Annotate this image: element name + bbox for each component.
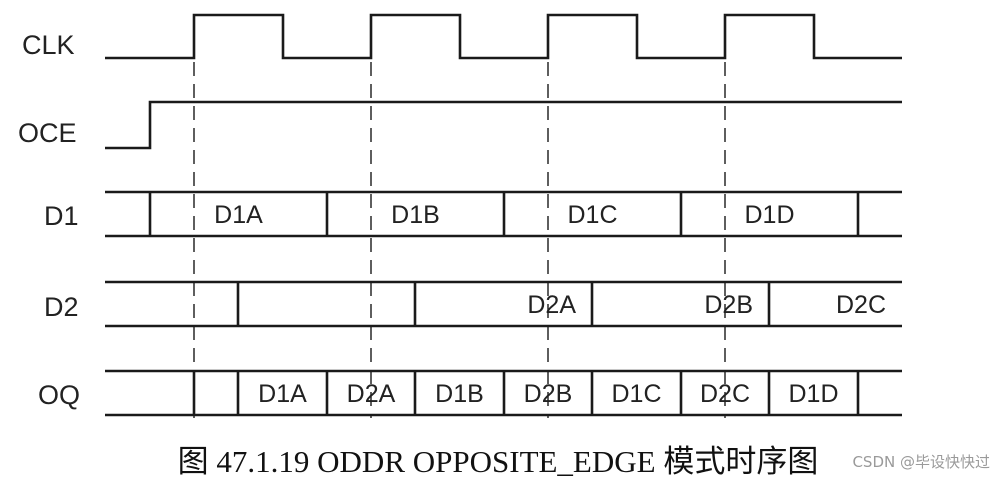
bus-segment-label: D1D [788,380,838,408]
signal-label-oq: OQ [38,380,80,410]
oce-waveform [105,100,902,150]
signal-label-d2: D2 [44,292,79,322]
figure-caption: 图 47.1.19 ODDR OPPOSITE_EDGE 模式时序图 [177,444,819,479]
clock-edge-guides [193,62,726,418]
watermark: CSDN @毕设快快过 [852,453,990,471]
signal-label-oce: OCE [18,118,77,148]
bus-segment-label: D1C [611,380,661,408]
oq-bus-waveform: D1A D2A D1B D2B D1C D2C D1D [105,369,902,417]
d1-bus-waveform: D1A D1B D1C D1D [105,190,902,238]
bus-segment-label: D1C [567,201,617,229]
signal-label-d1: D1 [44,201,79,231]
bus-segment-label: D1A [258,380,307,408]
bus-segment-label: D2A [527,291,576,319]
signal-label-clk: CLK [22,30,75,60]
bus-segment-label: D1D [744,201,794,229]
bus-segment-label: D2C [836,291,886,319]
bus-segment-label: D1A [214,201,263,229]
clk-waveform [105,13,902,60]
bus-segment-label: D2C [700,380,750,408]
bus-segment-label: D2B [704,291,753,319]
d2-bus-waveform: D2A D2B D2C [105,280,902,328]
bus-segment-label: D1B [391,201,440,229]
bus-segment-label: D1B [435,380,484,408]
bus-segment-label: D2A [347,380,396,408]
bus-segment-label: D2B [524,380,573,408]
